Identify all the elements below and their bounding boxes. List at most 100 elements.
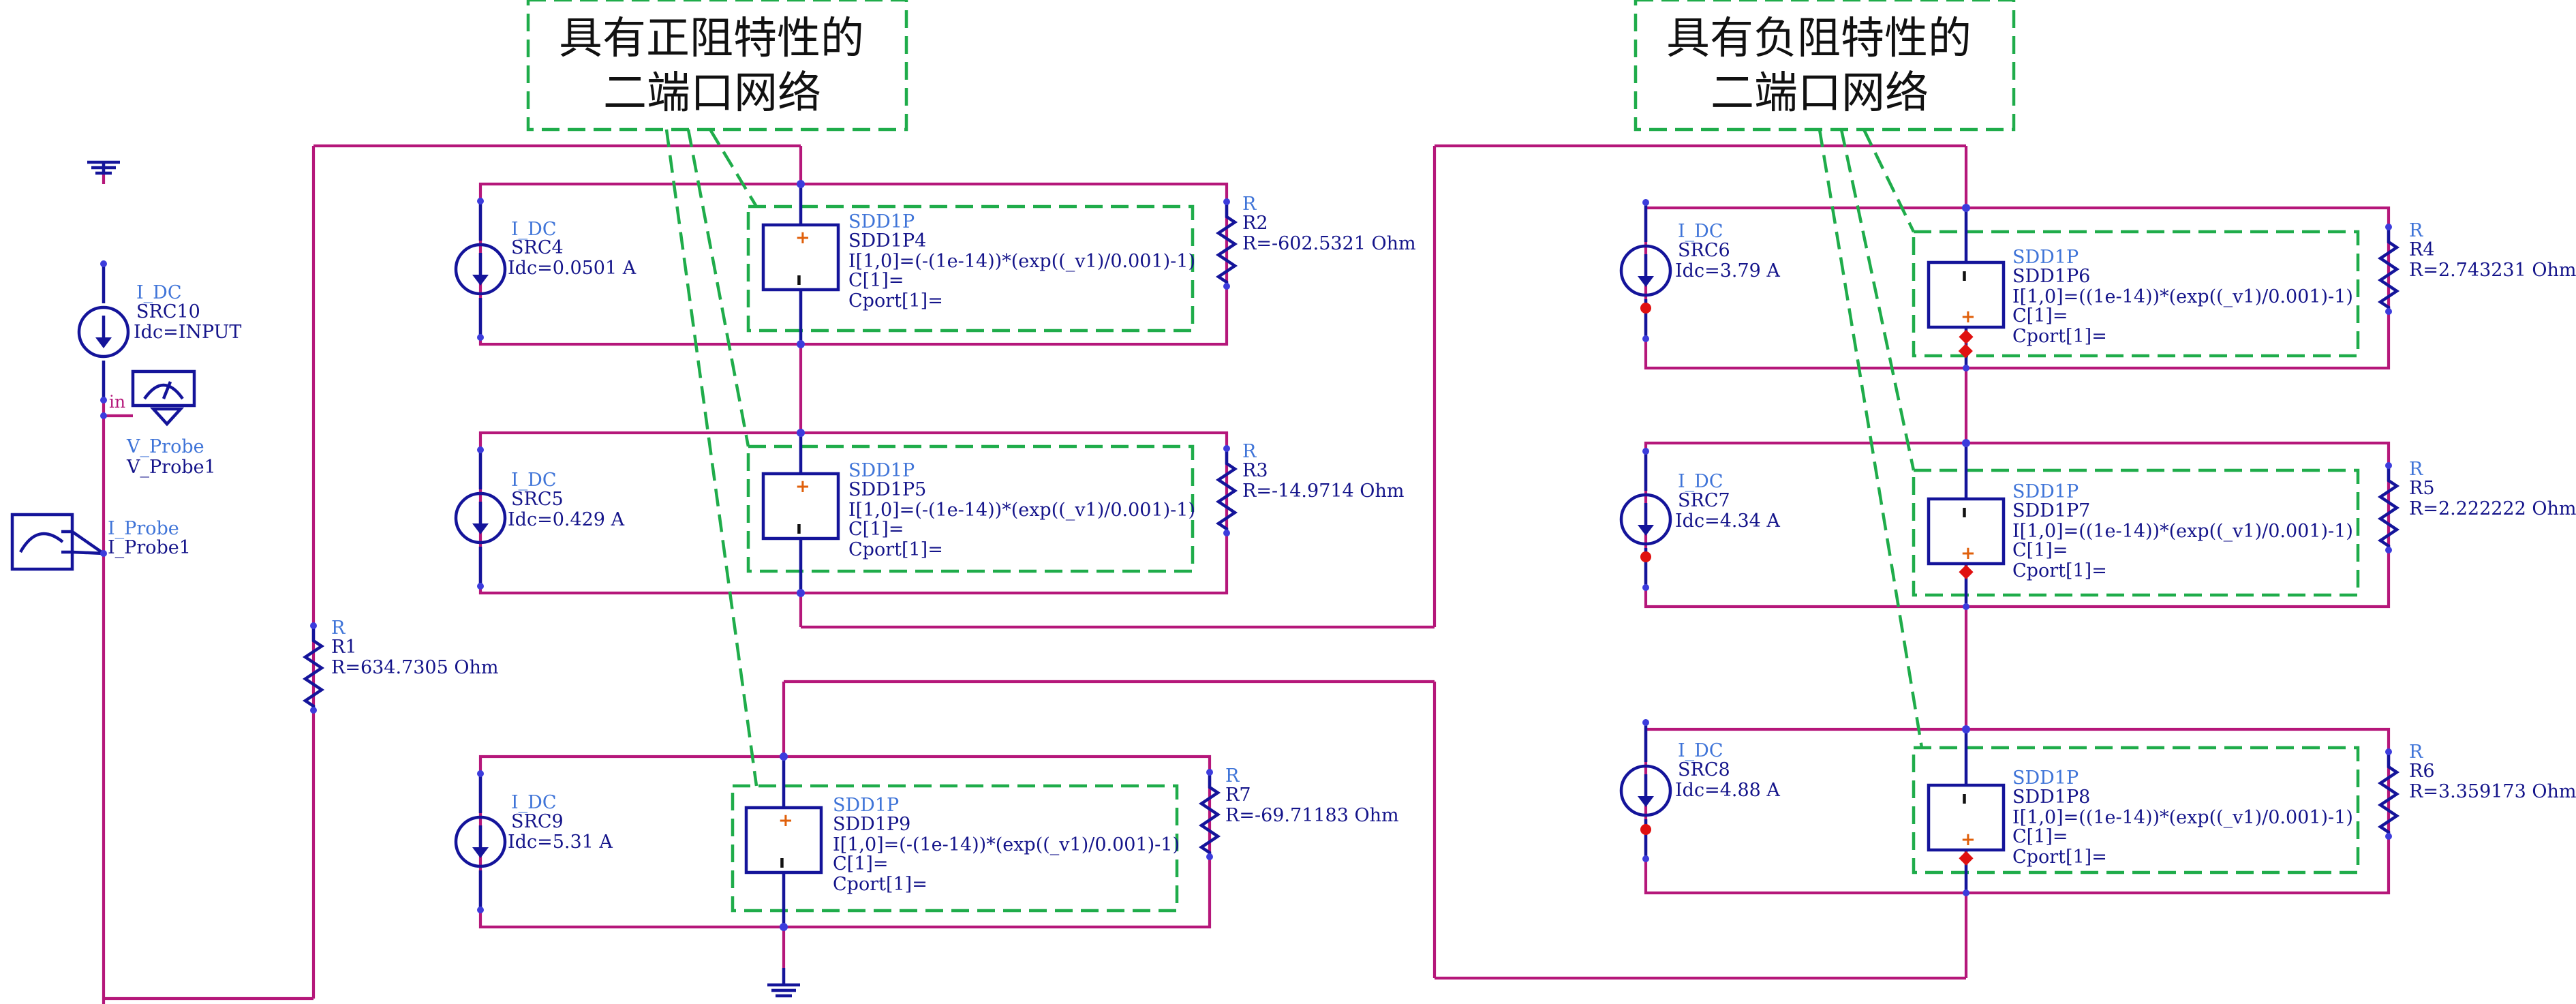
sdd1p8-eq: I[1,0]=((1e-14))*(exp((_v1)/0.001)-1) [2012, 807, 2353, 828]
sdd1p6-cport: Cport[1]= [2012, 326, 2107, 347]
sdd1p5-cport: Cport[1]= [848, 539, 943, 560]
iprobe-type: I_Probe [108, 518, 179, 539]
negative-title-line2: 二端口网络 [1711, 68, 1929, 119]
svg-text:ı: ı [1961, 265, 1967, 286]
svg-text:ı: ı [796, 518, 802, 538]
r7-type: R [1225, 765, 1240, 787]
sdd1p7-type: SDD1P [2012, 481, 2079, 502]
src6-type: I_DC [1678, 221, 1723, 242]
sdd-block-p9-icon[interactable]: + ı [744, 753, 823, 930]
negative-title-line1: 具有负阻特性的 [1666, 14, 1972, 64]
dashed-box-sdd1p5 [746, 444, 1195, 573]
current-source-src6-icon[interactable] [1621, 199, 1670, 342]
r6-value: R=3.359173 Ohm [2409, 781, 2576, 802]
sdd-block-p6-icon[interactable]: ı + [1927, 204, 2006, 371]
src4-type: I_DC [511, 219, 556, 240]
sdd1p5-eq: I[1,0]=(-(1e-14))*(exp((_v1)/0.001)-1) [848, 500, 1195, 521]
svg-text:+: + [795, 228, 810, 248]
r5-name: R5 [2409, 478, 2435, 499]
src5-name: SRC5 [511, 489, 564, 510]
src7-value: Idc=4.34 A [1675, 511, 1780, 532]
svg-text:ı: ı [1961, 502, 1967, 522]
dashed-box-sdd1p6 [1912, 230, 2360, 358]
current-source-src9-icon[interactable] [456, 770, 505, 913]
wires [102, 144, 2391, 1004]
src8-value: Idc=4.88 A [1675, 780, 1780, 801]
ground-bottom-icon [767, 968, 800, 998]
sdd1p7-eq: I[1,0]=((1e-14))*(exp((_v1)/0.001)-1) [2012, 521, 2353, 542]
sdd1p8-cport: Cport[1]= [2012, 847, 2107, 868]
src4-name: SRC4 [511, 237, 564, 258]
sdd1p5-name: SDD1P5 [848, 479, 926, 500]
sdd1p9-name: SDD1P9 [833, 814, 910, 835]
ground-top-icon [87, 160, 120, 175]
sdd1p5-type: SDD1P [848, 460, 915, 481]
r3-name: R3 [1242, 460, 1268, 481]
current-source-src5-icon[interactable] [456, 446, 505, 590]
sdd1p4-cport: Cport[1]= [848, 290, 943, 311]
r1-type: R [331, 618, 346, 639]
negative-dashed-leaders [1818, 129, 1924, 748]
src5-type: I_DC [511, 470, 556, 491]
sdd1p7-cport: Cport[1]= [2012, 560, 2107, 581]
sdd1p4-name: SDD1P4 [848, 230, 926, 252]
src6-value: Idc=3.79 A [1675, 260, 1780, 282]
current-source-src10-icon[interactable] [79, 260, 128, 404]
sdd-block-p7-icon[interactable]: ı + [1927, 440, 2006, 610]
sdd-block-p4-icon[interactable]: + ı [761, 181, 840, 348]
sdd1p9-eq: I[1,0]=(-(1e-14))*(exp((_v1)/0.001)-1) [833, 834, 1180, 855]
svg-text:+: + [1961, 543, 1976, 564]
sdd-block-p5-icon[interactable]: + ı [761, 429, 840, 596]
src10-name: SRC10 [136, 301, 200, 322]
r3-type: R [1242, 441, 1257, 462]
vprobe-pin-label: in [109, 392, 125, 412]
r5-value: R=2.222222 Ohm [2409, 498, 2576, 519]
current-probe-icon[interactable] [10, 513, 107, 571]
r7-value: R=-69.71183 Ohm [1225, 805, 1399, 826]
sdd1p8-c: C[1]= [2012, 826, 2068, 847]
voltage-probe-icon[interactable] [100, 369, 196, 427]
sdd1p9-type: SDD1P [833, 795, 899, 816]
src5-value: Idc=0.429 A [508, 509, 625, 530]
sdd1p6-eq: I[1,0]=((1e-14))*(exp((_v1)/0.001)-1) [2012, 286, 2353, 307]
sdd1p7-name: SDD1P7 [2012, 500, 2090, 521]
svg-text:ı: ı [779, 852, 785, 872]
sdd1p7-c: C[1]= [2012, 540, 2068, 561]
current-source-src8-icon[interactable] [1621, 719, 1670, 862]
sdd1p5-c: C[1]= [848, 519, 904, 540]
sdd1p6-c: C[1]= [2012, 305, 2068, 326]
dashed-box-sdd1p8 [1912, 746, 2360, 874]
r6-name: R6 [2409, 761, 2435, 782]
src8-type: I_DC [1678, 740, 1723, 761]
sdd1p6-type: SDD1P [2012, 247, 2079, 268]
r2-name: R2 [1242, 213, 1268, 234]
src10-type: I_DC [136, 282, 181, 303]
sdd-block-p8-icon[interactable]: ı + [1927, 726, 2006, 896]
src4-value: Idc=0.0501 A [508, 258, 637, 279]
positive-title-line2: 二端口网络 [603, 68, 821, 119]
src9-name: SRC9 [511, 811, 564, 832]
r5-type: R [2409, 459, 2423, 480]
svg-text:+: + [795, 476, 810, 497]
junction-nodes [780, 180, 1970, 931]
negative-title-box [1634, 0, 2016, 132]
current-source-src4-icon[interactable] [456, 198, 505, 341]
dashed-box-sdd1p4 [746, 204, 1195, 333]
r2-value: R=-602.5321 Ohm [1242, 233, 1416, 254]
svg-text:+: + [778, 810, 793, 831]
r1-value: R=634.7305 Ohm [331, 657, 499, 678]
svg-text:+: + [1961, 830, 1976, 850]
current-source-src7-icon[interactable] [1621, 448, 1670, 591]
r6-type: R [2409, 742, 2423, 763]
r4-type: R [2409, 220, 2423, 241]
dashed-box-sdd1p9 [731, 784, 1179, 913]
positive-title-line1: 具有正阻特性的 [559, 14, 864, 64]
src9-value: Idc=5.31 A [508, 832, 613, 853]
dashed-box-sdd1p7 [1912, 468, 2360, 597]
r4-value: R=2.743231 Ohm [2409, 260, 2576, 281]
positive-title-box [526, 0, 908, 132]
r3-value: R=-14.9714 Ohm [1242, 481, 1404, 502]
vprobe-type: V_Probe [126, 436, 204, 457]
svg-text:ı: ı [1961, 788, 1967, 808]
